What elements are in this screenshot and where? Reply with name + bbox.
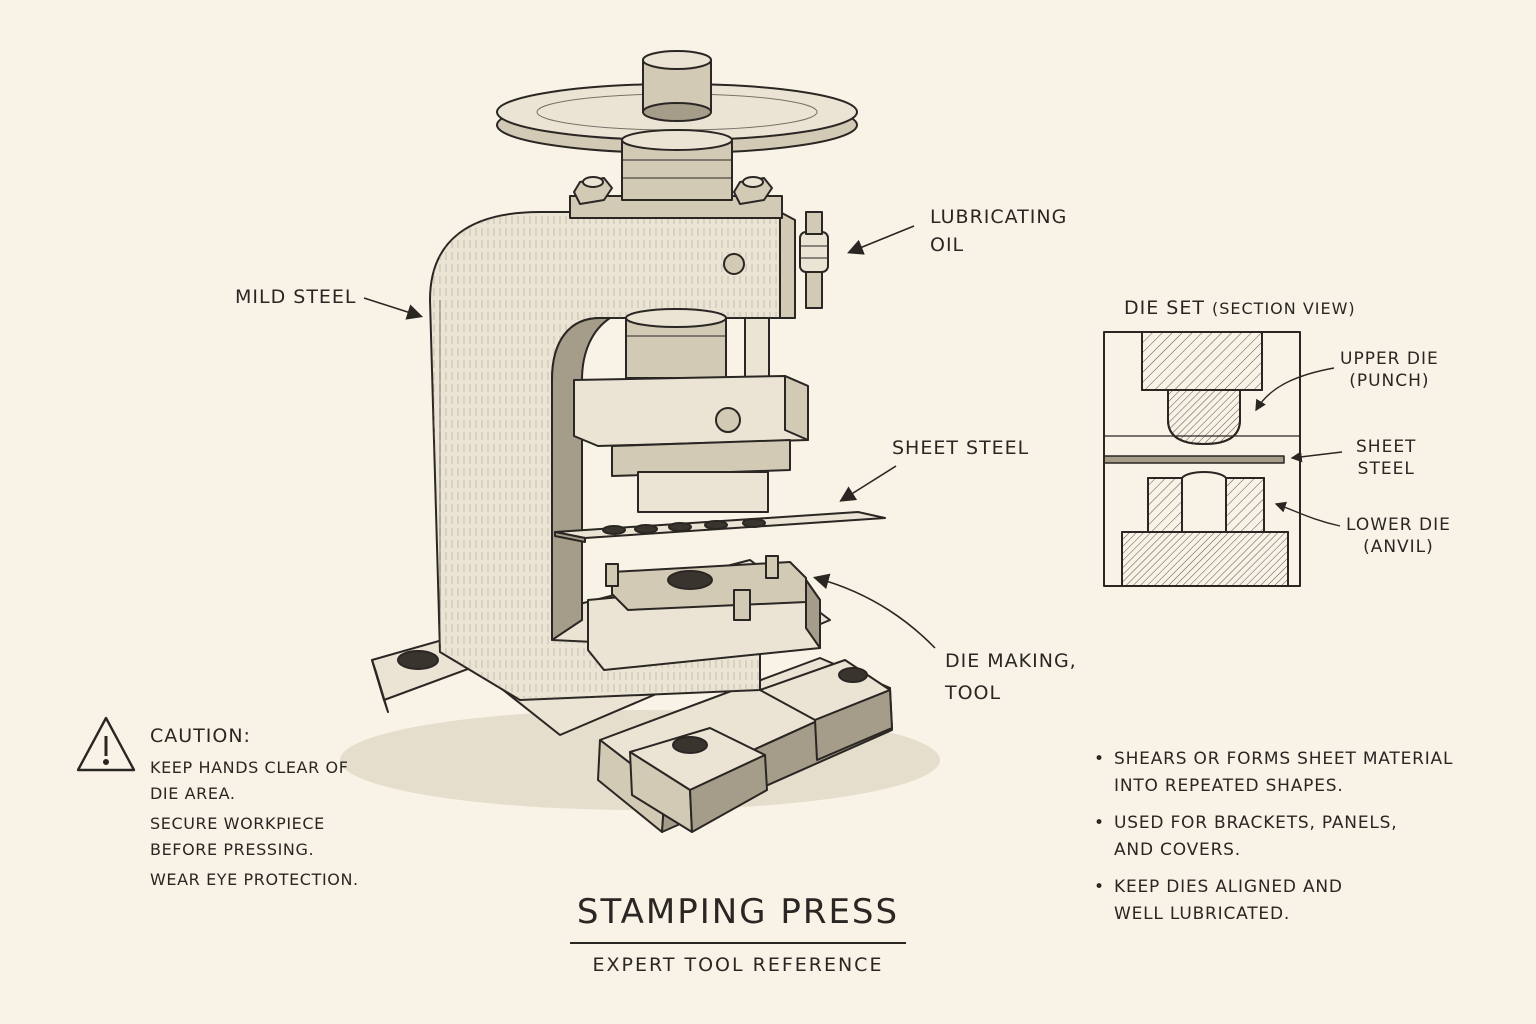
note-item: • SHEARS OR FORMS SHEET MATERIAL INTO RE…: [1092, 746, 1512, 800]
section-sheet-line-1: SHEET: [1356, 437, 1417, 457]
caution-item: KEEP HANDS CLEAR OF DIE AREA.: [150, 755, 359, 807]
lubricating-oil-leader: [847, 225, 915, 255]
die-set-title: DIE SET (SECTION VIEW): [1124, 294, 1356, 323]
press-frame: [429, 195, 796, 701]
note-2-line-2: AND COVERS.: [1114, 840, 1241, 860]
caution-title: CAUTION:: [150, 725, 251, 747]
handwheel: [496, 50, 858, 154]
sheet-steel-label: SHEET STEEL: [892, 437, 1030, 459]
caution-item: SECURE WORKPIECE BEFORE PRESSING.: [150, 811, 359, 863]
mild-steel-leader: [363, 297, 424, 320]
sheet-steel: [554, 511, 886, 543]
lower-die-line-1: LOWER DIE: [1346, 515, 1451, 535]
lubricating-oil-line-1: LUBRICATING: [930, 206, 1068, 228]
lower-die-leader: [1274, 501, 1341, 527]
upper-die-line-1: UPPER DIE: [1340, 349, 1439, 369]
note-1-line-1: SHEARS OR FORMS SHEET MATERIAL: [1114, 749, 1454, 769]
lubricating-oil-line-2: OIL: [930, 234, 965, 256]
bullet-icon: •: [1094, 877, 1105, 897]
oil-cup: [799, 211, 829, 309]
warning-triangle-icon: [76, 716, 136, 772]
lower-die-line-2: (ANVIL): [1363, 537, 1434, 557]
note-3-line-2: WELL LUBRICATED.: [1114, 904, 1291, 924]
section-sheet-line-2: STEEL: [1357, 459, 1415, 479]
sheet-steel-leader: [839, 465, 897, 502]
bullet-icon: •: [1094, 749, 1105, 769]
die-set-title-main: DIE SET: [1124, 297, 1205, 319]
note-1-line-2: INTO REPEATED SHAPES.: [1114, 776, 1344, 796]
die-set-title-sub: (SECTION VIEW): [1212, 299, 1356, 318]
note-item: • USED FOR BRACKETS, PANELS, AND COVERS.: [1092, 810, 1512, 864]
page-title: STAMPING PRESS: [576, 892, 900, 932]
caution-item-1-line-1: KEEP HANDS CLEAR OF: [150, 758, 349, 777]
mild-steel-label: MILD STEEL: [235, 286, 357, 308]
section-sheet-steel-label: SHEET STEEL: [1356, 436, 1416, 480]
caution-item-2-line-2: BEFORE PRESSING.: [150, 840, 315, 859]
note-3-line-1: KEEP DIES ALIGNED AND: [1114, 877, 1343, 897]
frame-bolts: [573, 176, 773, 205]
note-item: • KEEP DIES ALIGNED AND WELL LUBRICATED.: [1092, 874, 1512, 928]
notes-list: • SHEARS OR FORMS SHEET MATERIAL INTO RE…: [1092, 746, 1512, 938]
lower-die-label: LOWER DIE (ANVIL): [1346, 514, 1451, 558]
section-sheet-leader: [1290, 451, 1343, 463]
caution-item-1-line-2: DIE AREA.: [150, 784, 236, 803]
ram: [573, 308, 809, 513]
lower-die-block: [587, 555, 821, 671]
die-making-leader: [812, 573, 936, 649]
page-subtitle: EXPERT TOOL REFERENCE: [592, 954, 884, 976]
caution-item-2-line-1: SECURE WORKPIECE: [150, 814, 325, 833]
frame-pin: [723, 253, 745, 275]
die-making-tool-label: DIE MAKING, TOOL: [945, 645, 1077, 709]
upper-die-label: UPPER DIE (PUNCH): [1340, 348, 1439, 392]
die-making-line-2: TOOL: [945, 682, 1002, 704]
caution-item-3-line-1: WEAR EYE PROTECTION.: [150, 870, 359, 889]
title-underline: [570, 942, 906, 944]
screw-column: [621, 129, 733, 201]
upper-die-line-2: (PUNCH): [1349, 371, 1430, 391]
bullet-icon: •: [1094, 813, 1105, 833]
die-making-line-1: DIE MAKING,: [945, 650, 1077, 672]
note-2-line-1: USED FOR BRACKETS, PANELS,: [1114, 813, 1398, 833]
die-set-section: [1103, 331, 1301, 587]
caution-block: CAUTION: KEEP HANDS CLEAR OF DIE AREA. S…: [150, 725, 359, 897]
lubricating-oil-label: LUBRICATING OIL: [930, 203, 1067, 259]
caution-item: WEAR EYE PROTECTION.: [150, 867, 359, 893]
upper-die-leader: [1255, 367, 1335, 412]
